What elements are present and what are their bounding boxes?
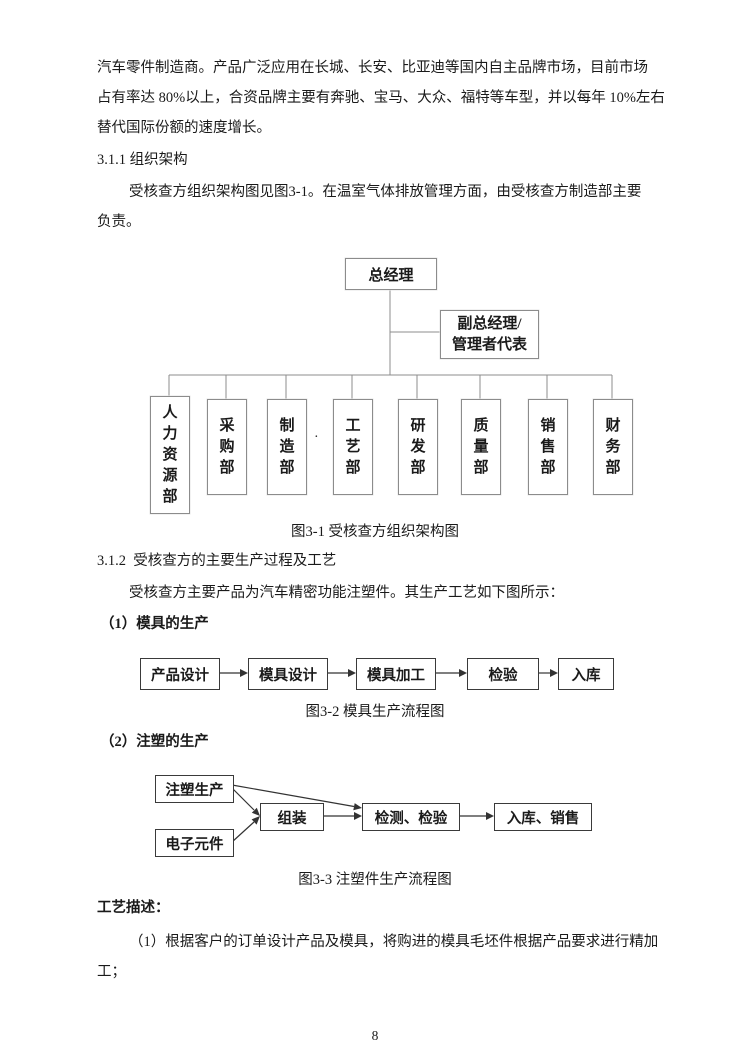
- figure-3-3-caption: 图3-3 注塑件生产流程图: [298, 872, 452, 888]
- process-description-line-1: （1）根据客户的订单设计产品及模具，将购进的模具毛坯件根据产品要求进行精加: [129, 934, 659, 950]
- flow1-box-mold-machining: 模具加工: [356, 658, 436, 690]
- org-box-dept-hr: 人力资源部: [150, 396, 190, 514]
- heading-3-1-1: 3.1.1 组织架构: [97, 152, 188, 168]
- org-box-dept-process-label: 工艺部: [345, 417, 361, 476]
- para-311-line-1: 受核查方组织架构图见图3-1。在温室气体排放管理方面，由受核查方制造部主要: [129, 184, 642, 200]
- org-box-dept-finance-label: 财务部: [605, 417, 621, 476]
- figure-3-1-caption: 图3-1 受核查方组织架构图: [291, 524, 459, 540]
- org-box-deputy-line-1: 副总经理/: [457, 315, 522, 332]
- org-box-dept-sales-label: 销售部: [540, 417, 556, 476]
- flow2-box-assembly: 组装: [260, 803, 324, 831]
- flow2-box-test-inspection-label: 检测、检验: [374, 810, 448, 827]
- org-box-dept-process: 工艺部: [333, 399, 373, 495]
- org-chart-connector-lines: [168, 288, 613, 399]
- org-box-deputy-manager: 副总经理/ 管理者代表: [440, 310, 539, 359]
- process-description-line-2: 工；: [97, 964, 126, 980]
- para-311-line-2: 负责。: [97, 214, 141, 230]
- org-box-dept-quality-label: 质量部: [473, 417, 489, 476]
- flow2-box-injection-production-label: 注塑生产: [165, 782, 224, 799]
- org-box-general-manager: 总经理: [345, 258, 437, 290]
- flow2-box-electronic-components-label: 电子元件: [165, 836, 224, 853]
- flowchart-mold-production: 产品设计 模具设计 模具加工 检验 入库: [0, 658, 750, 690]
- figure-3-2-caption: 图3-2 模具生产流程图: [305, 704, 445, 720]
- process-description-heading: 工艺描述：: [97, 900, 170, 916]
- org-box-dept-purchasing-label: 采购部: [219, 417, 235, 476]
- flow1-box-product-design-label: 产品设计: [151, 667, 209, 684]
- intro-line-3: 替代国际份额的速度增长。: [97, 120, 271, 136]
- flow2-box-injection-production: 注塑生产: [155, 775, 234, 803]
- heading-3-1-2: 3.1.2 受核查方的主要生产过程及工艺: [97, 553, 337, 569]
- org-box-dept-manufacturing: 制造部: [267, 399, 307, 495]
- org-box-dept-sales: 销售部: [528, 399, 568, 495]
- flow1-box-inspection-label: 检验: [488, 667, 518, 684]
- flow1-box-warehousing-label: 入库: [571, 667, 601, 684]
- org-box-dept-rnd-label: 研发部: [410, 417, 426, 476]
- intro-line-1: 汽车零件制造商。产品广泛应用在长城、长安、比亚迪等国内自主品牌市场，目前市场: [97, 60, 648, 76]
- flow2-box-warehouse-sales-label: 入库、销售: [506, 810, 580, 827]
- org-box-general-manager-label: 总经理: [368, 267, 414, 284]
- org-box-dept-manufacturing-label: 制造部: [279, 417, 295, 476]
- flowchart-injection-production: 注塑生产 电子元件 组装 检测、检验 入库、销售: [0, 775, 750, 857]
- flow2-box-warehouse-sales: 入库、销售: [494, 803, 592, 831]
- org-box-dept-purchasing: 采购部: [207, 399, 247, 495]
- flow2-box-assembly-label: 组装: [277, 810, 307, 827]
- flow1-box-mold-design-label: 模具设计: [259, 667, 317, 684]
- page-number: 8: [371, 1028, 379, 1043]
- flow1-box-mold-design: 模具设计: [248, 658, 328, 690]
- flow1-box-inspection: 检验: [467, 658, 539, 690]
- flow1-box-mold-machining-label: 模具加工: [367, 667, 425, 684]
- intro-line-2: 占有率达 80%以上，合资品牌主要有奔驰、宝马、大众、福特等车型，并以每年 10…: [97, 90, 665, 106]
- org-box-dept-hr-label: 人力资源部: [162, 404, 178, 505]
- stray-dot: ·: [314, 430, 319, 445]
- subheading-injection-production: （2）注塑的生产: [100, 734, 209, 750]
- org-chart: 总经理 副总经理/ 管理者代表 人力资源部 采购部 制造部 工艺部 研发部 质量…: [0, 255, 750, 517]
- flow1-box-product-design: 产品设计: [140, 658, 220, 690]
- subheading-mold-production: （1）模具的生产: [100, 616, 209, 632]
- flow1-box-warehousing: 入库: [558, 658, 614, 690]
- org-box-dept-finance: 财务部: [593, 399, 633, 495]
- para-312-intro: 受核查方主要产品为汽车精密功能注塑件。其生产工艺如下图所示：: [129, 585, 564, 601]
- org-box-dept-quality: 质量部: [461, 399, 501, 495]
- flow2-box-test-inspection: 检测、检验: [362, 803, 460, 831]
- org-box-dept-rnd: 研发部: [398, 399, 438, 495]
- flow2-box-electronic-components: 电子元件: [155, 829, 234, 857]
- org-box-deputy-line-2: 管理者代表: [451, 336, 527, 353]
